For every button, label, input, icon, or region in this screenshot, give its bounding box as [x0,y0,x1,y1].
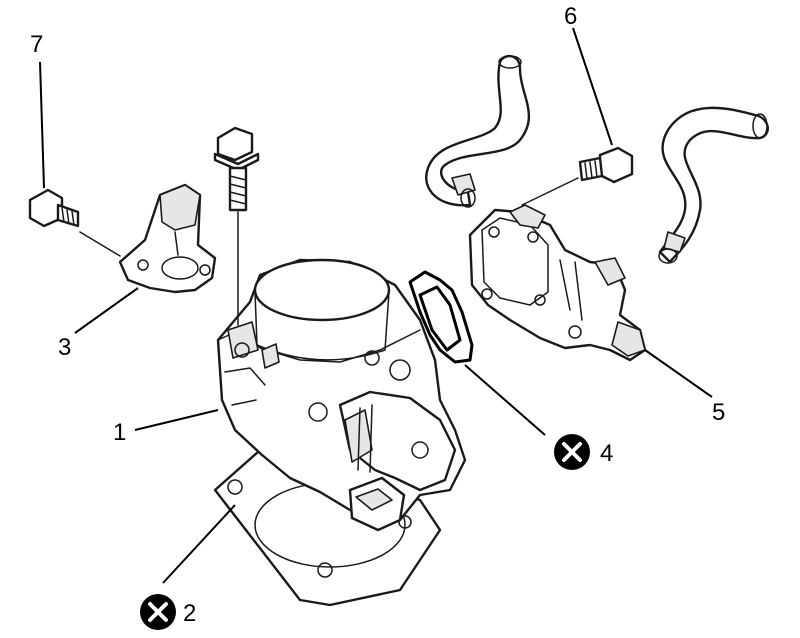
leader-4 [464,364,546,436]
callout-label-7: 7 [30,31,43,58]
x-circle-icon [140,594,176,630]
throttle-position-sensor [118,183,217,294]
callout-label-3: 3 [58,334,71,361]
idle-valve-screw [521,146,634,206]
idle-valve-gasket [408,270,474,364]
leader-7 [39,61,45,189]
leader-5 [644,349,713,398]
x-circle-icon [554,434,590,470]
leader-3 [74,287,139,334]
sensor-screw [28,188,121,257]
callout-label-6: 6 [564,3,577,30]
hose-right [658,106,769,264]
throttle-body [216,258,467,532]
callout-label-5: 5 [712,399,725,426]
hose-left [425,54,531,208]
leader-2 [162,504,236,584]
idle-air-control-valve [468,204,647,362]
callout-label-2: 2 [183,600,196,627]
leader-lines [39,27,713,584]
callout-label-4: 4 [600,440,613,467]
throttle-body-bolt [213,126,260,326]
callout-label-1: 1 [113,419,126,446]
leader-1 [134,409,219,431]
leader-6 [572,27,613,146]
